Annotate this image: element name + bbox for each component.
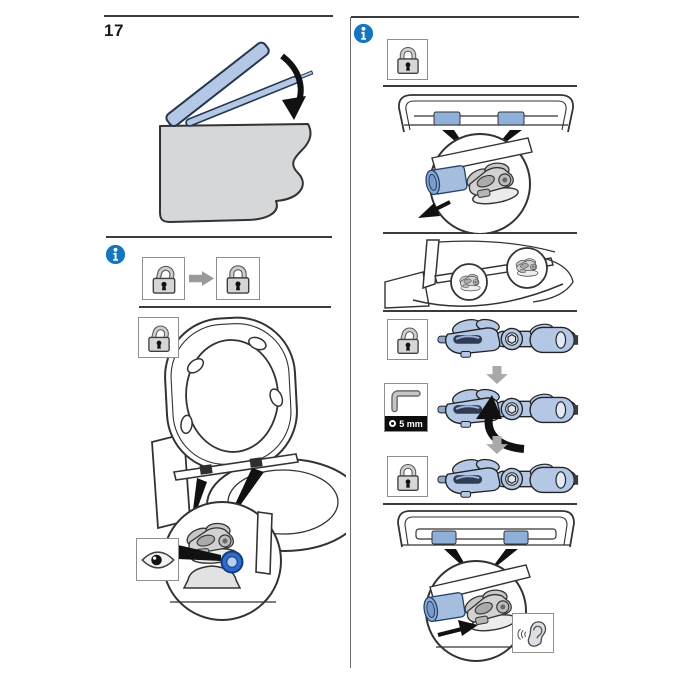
mount-pad-right <box>503 530 529 545</box>
seat-ring <box>164 316 298 472</box>
info-icon <box>353 23 374 44</box>
column-divider <box>350 17 351 668</box>
eye-icon <box>141 550 174 569</box>
padlock-closed-icon <box>220 261 256 297</box>
rotate-arrow-head <box>476 395 502 419</box>
lock-closed-box <box>387 456 428 497</box>
eye-box <box>136 538 179 581</box>
seat-top-edge <box>438 240 556 253</box>
socket-dot-icon <box>389 420 397 427</box>
seat-edge-inner <box>405 100 567 131</box>
tank-block <box>384 271 430 309</box>
hinge-bar-locked <box>436 456 580 499</box>
padlock-open-icon <box>142 321 176 355</box>
bowl-front <box>412 283 564 307</box>
illustration-close-seat <box>159 41 314 223</box>
padlock-closed-icon <box>391 43 425 77</box>
pull-arrow-head <box>418 203 440 218</box>
plate <box>255 511 273 575</box>
padlock-closed-icon <box>391 460 425 494</box>
left-rule-3 <box>139 306 331 308</box>
illustration-damper-removal <box>398 94 574 234</box>
padlock-open-icon <box>146 261 182 297</box>
allen-key-box: 5 mm <box>384 383 428 432</box>
lid-raised <box>165 41 270 128</box>
ear-box <box>512 613 554 653</box>
right-rule-4 <box>383 310 577 312</box>
allen-key-size-label: 5 mm <box>385 416 427 431</box>
mount-pad-right <box>497 111 525 126</box>
left-top-rule <box>104 15 333 17</box>
lock-closed-box <box>216 257 260 300</box>
down-arrow-icon <box>486 436 508 454</box>
illustration-seat-install <box>151 316 346 621</box>
right-rule-5 <box>383 503 577 505</box>
hinge-block-right <box>249 457 263 468</box>
step-number: 17 <box>104 21 124 40</box>
allen-key-icon <box>385 384 427 416</box>
padlock-open-icon <box>391 323 425 357</box>
push-arrow <box>437 627 463 637</box>
illustration-hinge-sideview <box>384 239 574 309</box>
damper-cylinder <box>423 164 469 197</box>
right-rule-2 <box>383 85 577 87</box>
allen-key-size-text: 5 mm <box>399 418 423 429</box>
illustration-damper-insertion <box>397 510 575 662</box>
hinge-block-left <box>199 464 213 475</box>
seat-edge-inner <box>404 516 568 546</box>
right-arrow-icon <box>189 271 215 286</box>
right-top-rule <box>351 16 579 18</box>
hinge-bar-turning <box>436 386 580 429</box>
blue-nut-core <box>226 556 238 568</box>
seat-band <box>431 137 533 173</box>
close-arrow-head <box>282 96 306 120</box>
bowl-right <box>532 255 574 303</box>
toilet-body <box>159 123 312 223</box>
lock-open-box <box>387 319 428 360</box>
lock-open-box <box>138 317 179 358</box>
eye-pointer <box>178 545 221 561</box>
hinge-bar-unlocked <box>436 316 580 359</box>
down-arrow-icon <box>486 366 508 384</box>
push-arrow-head <box>458 620 478 636</box>
ear-sound-icon <box>517 621 547 647</box>
mount-pad-left <box>433 111 461 126</box>
info-icon <box>105 244 126 265</box>
lock-closed-box <box>387 39 428 80</box>
illustration-locking-steps <box>436 316 580 499</box>
left-rule-2 <box>106 236 332 238</box>
lock-open-box <box>142 257 185 300</box>
mount-pad-left <box>431 530 457 545</box>
